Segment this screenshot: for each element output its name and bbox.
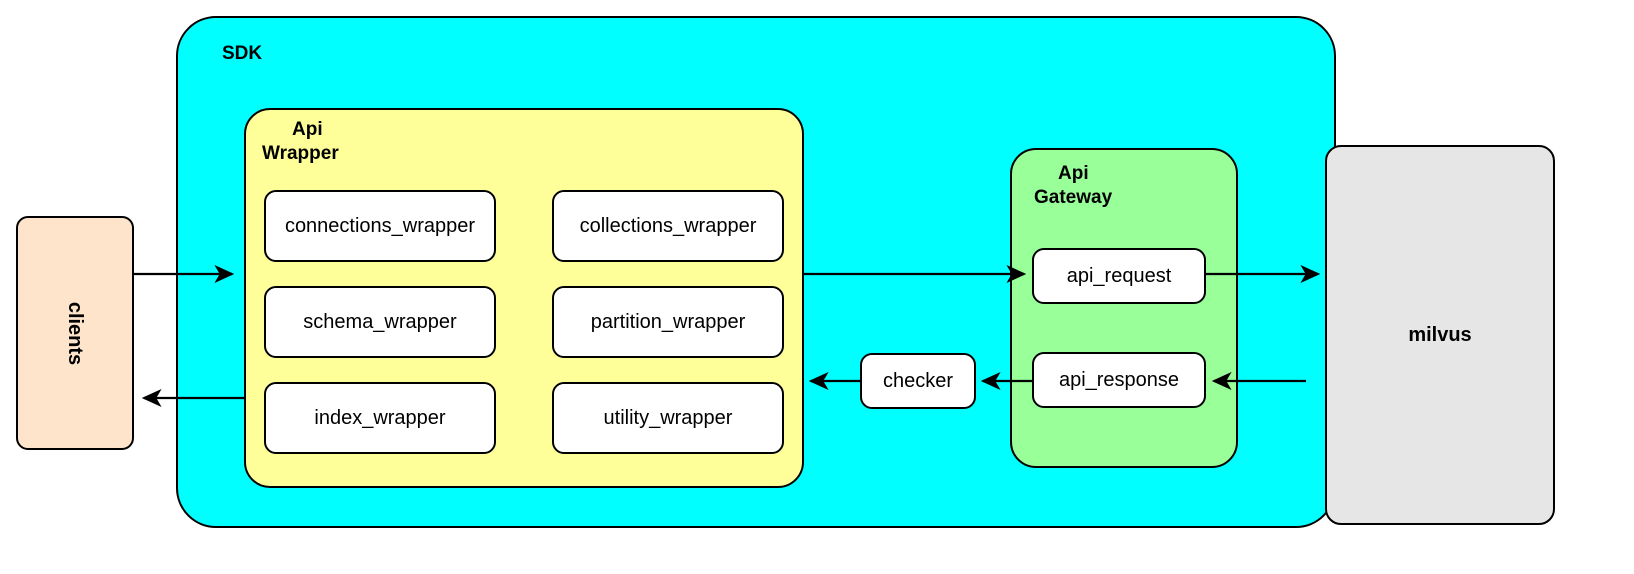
node-index-wrapper[interactable]: index_wrapper	[264, 382, 496, 454]
node-connections-wrapper[interactable]: connections_wrapper	[264, 190, 496, 262]
node-api-response[interactable]: api_response	[1032, 352, 1206, 408]
container-api-wrapper-title-line1: Api	[292, 119, 323, 140]
node-schema-wrapper[interactable]: schema_wrapper	[264, 286, 496, 358]
container-api-wrapper-title-line2: Wrapper	[262, 143, 339, 164]
container-api-gateway-title-line1: Api	[1058, 163, 1089, 184]
node-partition-wrapper[interactable]: partition_wrapper	[552, 286, 784, 358]
container-api-gateway-title-line2: Gateway	[1034, 187, 1113, 208]
node-clients[interactable]: clients	[16, 216, 134, 450]
node-utility-wrapper[interactable]: utility_wrapper	[552, 382, 784, 454]
node-collections-wrapper[interactable]: collections_wrapper	[552, 190, 784, 262]
node-milvus[interactable]: milvus	[1325, 145, 1555, 525]
node-checker[interactable]: checker	[860, 353, 976, 409]
node-api-request[interactable]: api_request	[1032, 248, 1206, 304]
container-sdk-title: SDK	[222, 43, 263, 64]
node-clients-label: clients	[64, 301, 87, 365]
